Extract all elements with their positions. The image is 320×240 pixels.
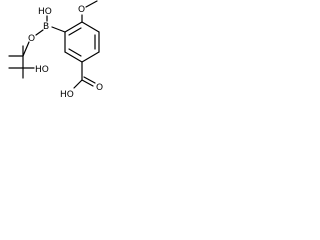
ring-bond-6	[64, 21, 83, 33]
carboxyl-double-bond-1	[81, 79, 94, 87]
methoxy-oxygen-label: O	[78, 5, 85, 15]
ring-bond-3	[81, 51, 100, 63]
carboxyl-double-bond-2	[83, 76, 96, 84]
pinacol-hydroxyl-label: HO	[35, 65, 49, 75]
ring-double-bond-2	[68, 48, 82, 57]
pinacol-o-c-bond	[22, 41, 30, 57]
methoxy-bond-2	[85, 0, 98, 8]
boron-label: B	[43, 22, 49, 32]
ester-oxygen-label: O	[28, 34, 35, 44]
carbonyl-oxygen-label: O	[96, 83, 103, 93]
boron-hydroxyl-label: HO	[38, 7, 52, 17]
ring-boron-bond	[51, 26, 66, 33]
boron-oxygen-bond	[35, 29, 44, 36]
ring-bond-4	[64, 51, 83, 63]
chemical-structure: O B HO O HO HO O	[8, 0, 103, 100]
ring-double-bond-3	[68, 27, 82, 36]
carboxyl-c-oh-bond	[73, 79, 83, 89]
ring-bond-1	[81, 21, 100, 33]
carboxylic-acid-hydroxyl-label: HO	[60, 90, 74, 100]
